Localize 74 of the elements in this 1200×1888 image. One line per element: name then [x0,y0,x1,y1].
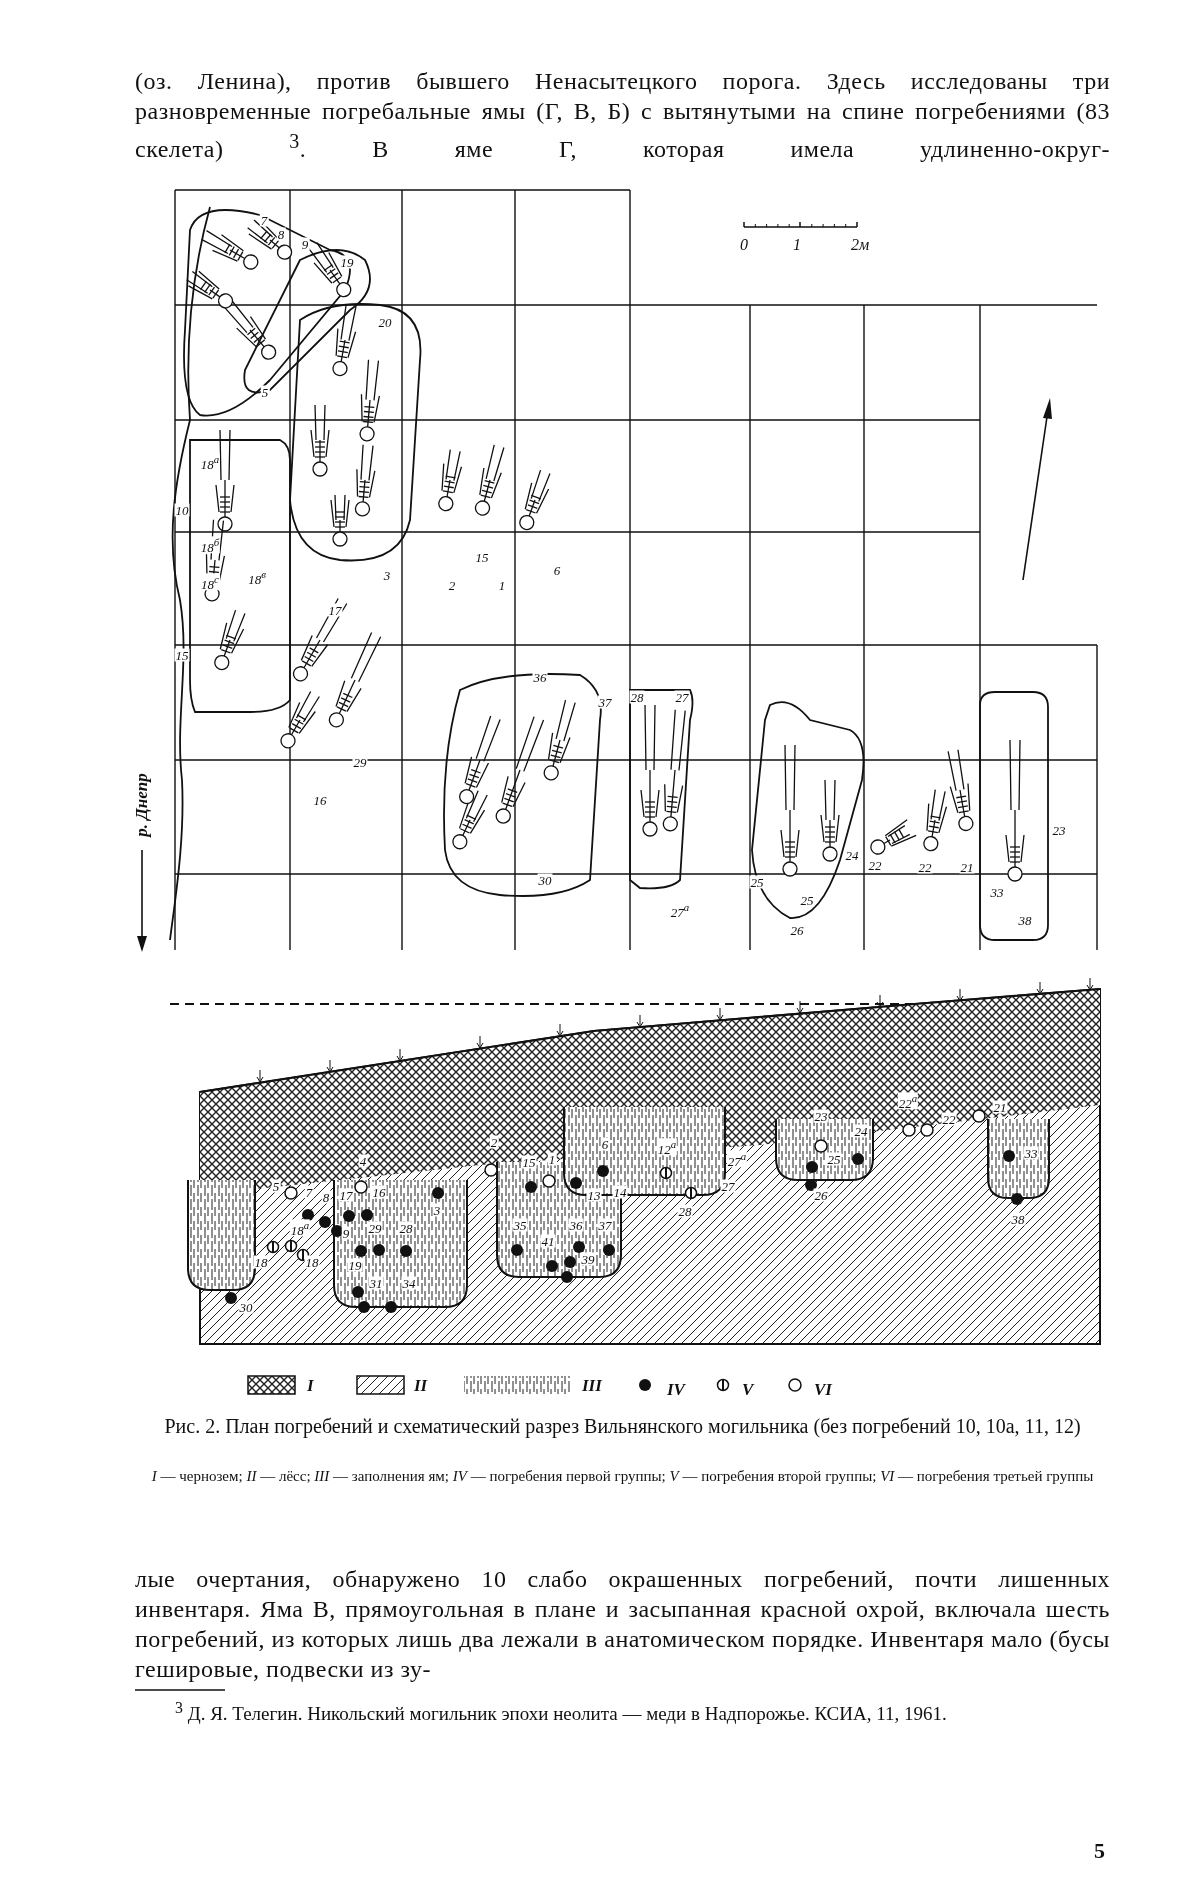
scale-label: 0 [740,236,748,254]
legend-label: IV [667,1380,685,1400]
burial-number: 8 [321,1190,331,1204]
burial-number: 10 [174,503,190,517]
burial-number: 2 [489,1135,499,1149]
burial-number: 25 [826,1152,842,1166]
legend-label: II [414,1376,428,1396]
figure-caption: Рис. 2. План погребений и схематический разрез Вильнянского могильника (без погребений 10, 10а, 11, 12) [163,1414,1082,1438]
burial-number: 1 [547,1152,557,1166]
burial-number: 24 [853,1124,869,1138]
burial-number: 38 [1010,1212,1026,1226]
burial-number: 14 [612,1185,628,1199]
burial-number: 17 [338,1188,354,1202]
burial-number: 35 [512,1218,528,1232]
burial-number: 3 [432,1203,442,1217]
burial-number: 23 [813,1109,829,1123]
burial-number: 7 [259,213,269,227]
burial-number: 9 [341,1226,351,1240]
body-paragraph: (оз. Ленина), против бывшего Ненасытецкого порога. Здесь исследованы три разновременные погребальные ямы (Г, В, Б) с вытянутыми на спине погребениями (83 скелета) $^{3}$. В яме Г, которая имела удлиненно-округ- [135,67,1110,164]
river-label: р. Днепр [132,773,152,837]
burial-number: 33 [1023,1146,1039,1160]
burial-number: 29 [367,1221,383,1235]
burial-number: 28 [629,690,645,704]
burial-number: 5 [271,1179,281,1193]
legend-label: VI [814,1380,832,1400]
burial-number: 26 [813,1188,829,1202]
burial-number: 9 [300,237,310,251]
burial-number: 15 [174,648,190,662]
burial-number: 18$^{б}$ [199,536,221,554]
burial-number: 21 [992,1100,1008,1114]
scale-label: 1 [793,236,801,254]
burial-number: 28 [677,1204,693,1218]
legend-explanation: I — чернозем; II — лёсс; III — заполнения ям; IV — погребения первой группы; V — погребения второй группы; VI — погребения третьей группы [150,1468,1095,1485]
burial-number: 28 [398,1221,414,1235]
burial-number: 31 [368,1276,384,1290]
burial-number: 37 [597,695,613,709]
burial-number: 27 [720,1179,736,1193]
burial-number: 18$^{а}$ [199,453,221,471]
burial-number: 30 [537,873,553,887]
burial-number: 39 [580,1252,596,1266]
burial-number: 27$^{а}$ [726,1150,748,1168]
burial-number: 34 [401,1276,417,1290]
scale-label: 2м [850,236,870,254]
burial-number: 5 [260,385,270,399]
page-number: 5 [1094,1838,1105,1864]
burial-number: 27 [674,690,690,704]
burial-number: 17 [327,603,343,617]
burial-number: 12$^{а}$ [656,1138,678,1156]
burial-number: 19 [347,1258,363,1272]
burial-number: 22 [941,1112,957,1126]
burial-number: 18 [253,1255,269,1269]
legend-label: V [742,1380,754,1400]
footnote: $^{3}$ Д. Я. Телегин. Никольский могильник эпохи неолита — меди в Надпорожье. КСИА, 11, 1961. [174,1698,948,1727]
burial-number: 7 [304,1185,314,1199]
burial-number: 25 [749,875,765,889]
burial-number: 15 [521,1155,537,1169]
burial-number: 18$^{с}$ [200,573,220,591]
burial-number: 22$^{а}$ [897,1092,919,1110]
burial-number: 13 [586,1188,602,1202]
burial-number: 8 [276,227,286,241]
burial-number: 6 [600,1137,610,1151]
burial-number: 4 [358,1154,368,1168]
legend-label: III [582,1376,602,1396]
burial-number: 18$^{а}$ [289,1219,311,1237]
burial-number: 36 [532,670,548,684]
burial-number: 30 [238,1300,254,1314]
burial-number: 41 [540,1234,556,1248]
legend-label: I [307,1376,314,1396]
burial-number: 16 [371,1185,387,1199]
body-paragraph: лые очертания, обнаружено 10 слабо окрашенных погребений, почти лишенных инвентаря. Яма В, прямоугольная в плане и засыпанная красной охрой, включала шесть погребений, из которых лишь два лежали в анатомическом порядке. Инвентаря мало (бусы гешировые, подвески из зу- [135,1565,1110,1684]
burial-number: 36 [568,1218,584,1232]
burial-number: 18 [304,1255,320,1269]
burial-number: 37 [597,1218,613,1232]
burial-number: 19 [339,255,355,269]
